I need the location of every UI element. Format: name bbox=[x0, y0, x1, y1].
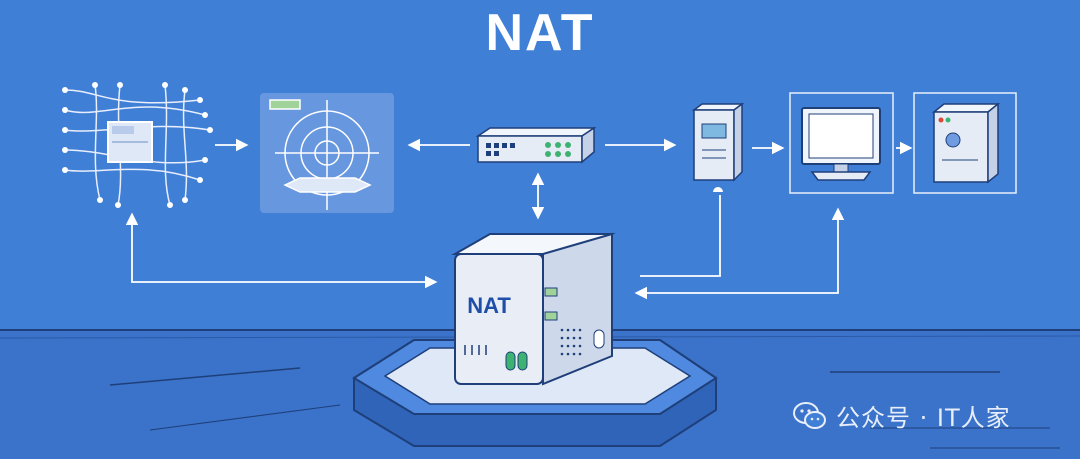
line-server-to-nat bbox=[640, 195, 721, 277]
desktop-monitor-icon bbox=[789, 92, 894, 194]
page-title: NAT bbox=[485, 4, 595, 62]
server-tower-icon bbox=[691, 102, 745, 192]
watermark-text: 公众号 · IT人家 bbox=[836, 404, 1011, 432]
network-map-icon bbox=[62, 82, 213, 208]
watermark: 公众号 · IT人家 bbox=[792, 398, 1011, 433]
arrow-monitor-nat bbox=[634, 207, 845, 300]
wechat-icon bbox=[793, 401, 826, 429]
nat-box-label: NAT bbox=[467, 293, 511, 318]
connector-lines bbox=[125, 138, 913, 300]
arrow-map-nat bbox=[125, 212, 438, 289]
nat-device-icon: NAT bbox=[352, 232, 718, 447]
pc-tower-icon bbox=[913, 92, 1017, 194]
network-switch-icon bbox=[475, 126, 597, 164]
radar-icon bbox=[260, 93, 394, 213]
